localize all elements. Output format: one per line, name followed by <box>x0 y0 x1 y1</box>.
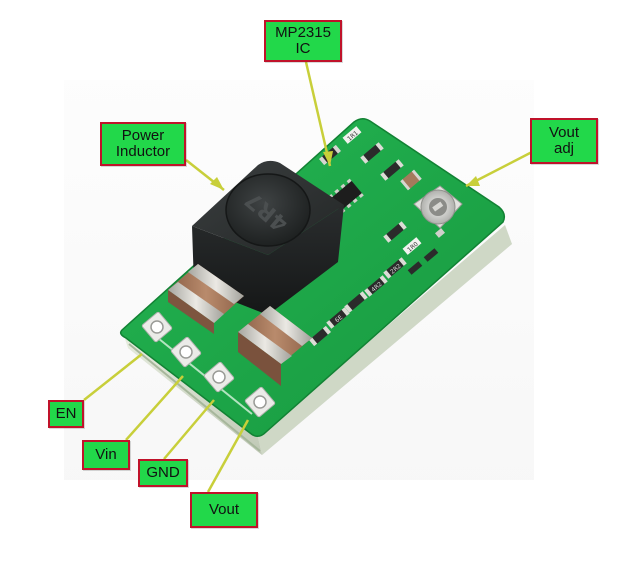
label-mp2315-ic-line2: IC <box>295 40 311 57</box>
leader-ic <box>304 61 332 167</box>
label-en: EN <box>48 400 84 428</box>
pad-gnd <box>203 361 235 393</box>
leader-en <box>83 353 143 401</box>
silkscreen-outline <box>147 329 253 415</box>
label-gnd-text: GND <box>146 464 180 481</box>
output-capacitor <box>238 306 312 386</box>
label-gnd: GND <box>138 459 188 487</box>
label-vout-text: Vout <box>208 501 240 518</box>
pcb-edge-lower <box>128 343 261 452</box>
leader-vin <box>125 375 184 441</box>
inductor-drum <box>225 173 311 247</box>
label-power-inductor: Power Inductor <box>100 122 186 166</box>
label-vout-adj-line2: adj <box>553 140 575 157</box>
input-capacitor <box>168 264 244 334</box>
label-vin: Vin <box>82 440 130 470</box>
label-vout-adj: Vout adj <box>530 118 598 164</box>
label-power-inductor-line2: Inductor <box>115 143 171 160</box>
svg-text:6E: 6E <box>334 314 344 324</box>
pin-pads <box>141 311 276 418</box>
pad-vin <box>170 336 202 368</box>
label-vin-text: Vin <box>95 446 117 463</box>
pad-en <box>141 311 173 343</box>
leader-vout <box>206 419 250 493</box>
vout-adj-potentiometer <box>413 185 463 238</box>
pcb-edge-right <box>258 225 512 455</box>
label-vout-adj-line1: Vout <box>548 124 580 141</box>
label-en-text: EN <box>55 405 77 422</box>
pad-vout <box>244 386 276 418</box>
label-vout: Vout <box>190 492 258 528</box>
leader-gnd <box>163 399 215 460</box>
label-power-inductor-line1: Power <box>121 127 165 144</box>
leader-arrowheads <box>210 151 480 190</box>
label-mp2315-ic-line1: MP2315 <box>275 24 331 41</box>
label-mp2315-ic: MP2315 IC <box>264 20 342 62</box>
